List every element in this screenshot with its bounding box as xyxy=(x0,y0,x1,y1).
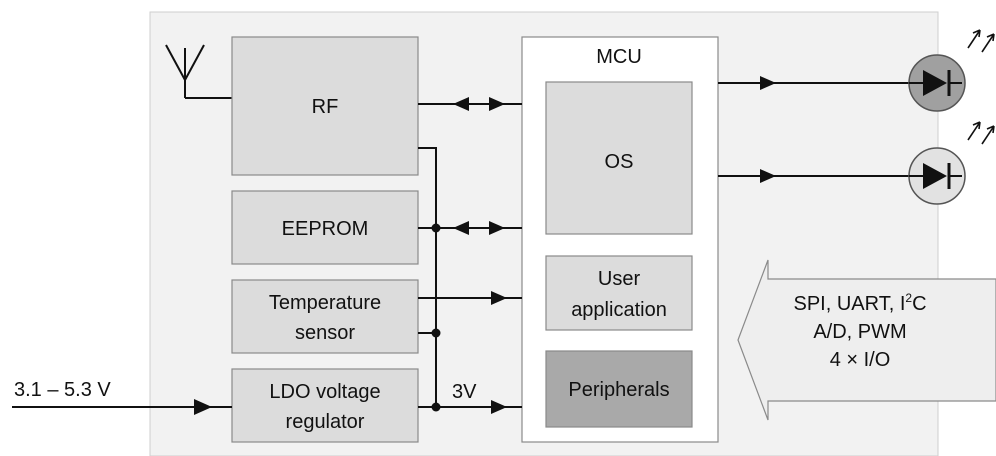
input-supply-line xyxy=(12,399,232,415)
antenna-icon xyxy=(165,44,233,99)
rf-block xyxy=(231,36,419,176)
interface-label-line2: A/D, PWM xyxy=(813,321,906,343)
internal-bus xyxy=(418,97,522,414)
os-label: OS xyxy=(605,151,634,173)
eeprom-block xyxy=(231,190,419,265)
rail-voltage-label: 3V xyxy=(452,381,477,403)
eeprom-label: EEPROM xyxy=(282,218,369,240)
mcu-label: MCU xyxy=(596,46,642,68)
ldo-regulator-label-line1: LDO voltage xyxy=(269,381,380,403)
led-diode-icon xyxy=(908,29,995,112)
user-application-block xyxy=(545,255,693,331)
input-voltage-label: 3.1 – 5.3 V xyxy=(14,379,111,401)
led-output-lines xyxy=(718,76,910,183)
ldo-regulator-label-line2: regulator xyxy=(286,411,365,433)
interface-arrow xyxy=(737,259,996,421)
ldo-regulator-block xyxy=(231,368,419,443)
peripherals-block xyxy=(545,350,693,428)
interface-label-line1: SPI, UART, I2C xyxy=(793,291,926,315)
os-block xyxy=(545,81,693,235)
interface-label-line3: 4 × I/O xyxy=(830,349,891,371)
temperature-sensor-label-line1: Temperature xyxy=(269,292,381,314)
temperature-sensor-block xyxy=(231,279,419,354)
user-application-label-line2: application xyxy=(571,299,667,321)
peripherals-label: Peripherals xyxy=(568,379,669,401)
user-application-label-line1: User xyxy=(598,268,641,290)
temperature-sensor-label-line2: sensor xyxy=(295,322,355,344)
led-diode-icon xyxy=(908,121,995,205)
rf-label: RF xyxy=(312,96,339,118)
